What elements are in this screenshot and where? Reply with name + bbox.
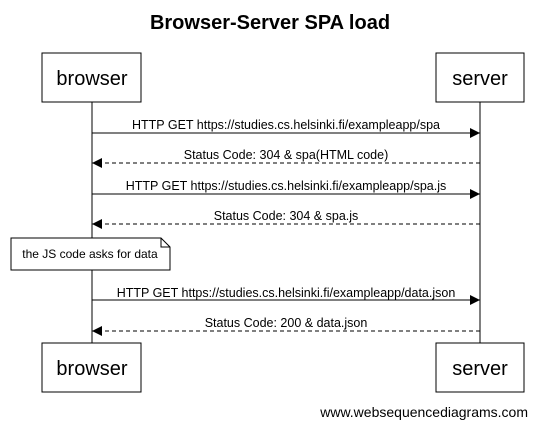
message-5: HTTP GET https://studies.cs.helsinki.fi/… [92, 286, 480, 305]
participant-server-label: server [452, 68, 508, 90]
participant-browser-label: browser [56, 358, 127, 380]
message-1-label: HTTP GET https://studies.cs.helsinki.fi/… [132, 118, 440, 132]
message-3-label: HTTP GET https://studies.cs.helsinki.fi/… [126, 179, 447, 193]
participant-browser-top: browser [41, 52, 142, 103]
message-2-label: Status Code: 304 & spa(HTML code) [184, 148, 389, 162]
participant-server-top: server [435, 52, 525, 103]
note-box: the JS code asks for data [10, 237, 171, 271]
participant-server-label: server [452, 358, 508, 380]
message-2: Status Code: 304 & spa(HTML code) [92, 148, 480, 168]
participant-server-bottom: server [435, 342, 525, 393]
participant-browser-bottom: browser [41, 342, 142, 393]
message-1: HTTP GET https://studies.cs.helsinki.fi/… [92, 118, 480, 138]
watermark-text: www.websequencediagrams.com [319, 404, 528, 420]
message-6-label: Status Code: 200 & data.json [205, 316, 368, 330]
message-4: Status Code: 304 & spa.js [92, 209, 480, 229]
message-4-label: Status Code: 304 & spa.js [214, 209, 359, 223]
message-3: HTTP GET https://studies.cs.helsinki.fi/… [92, 179, 480, 199]
message-5-label: HTTP GET https://studies.cs.helsinki.fi/… [117, 286, 456, 300]
participant-browser-label: browser [56, 68, 127, 90]
note-text: the JS code asks for data [22, 247, 158, 261]
diagram-title: Browser-Server SPA load [150, 12, 390, 34]
message-6: Status Code: 200 & data.json [92, 316, 480, 336]
